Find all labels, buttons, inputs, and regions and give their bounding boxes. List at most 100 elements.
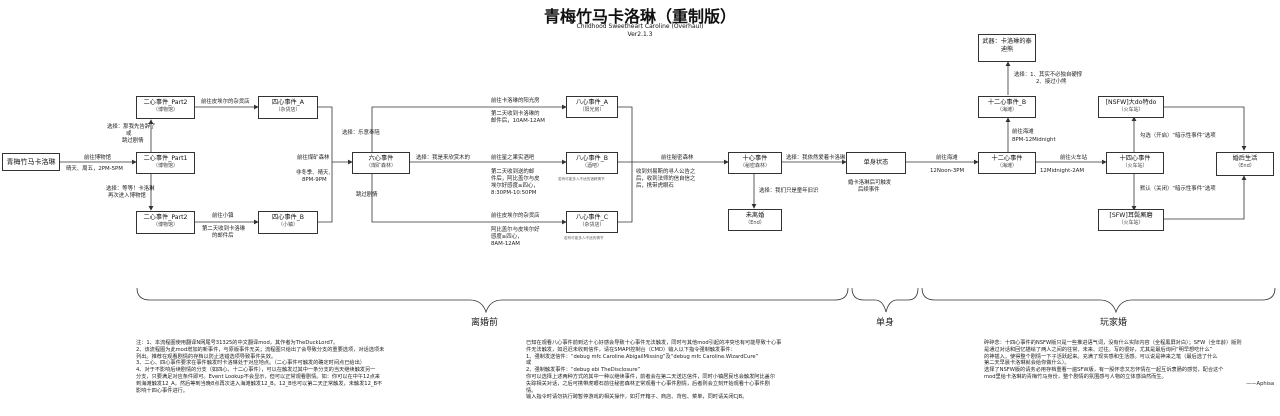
label-train-go: 前往火车站 xyxy=(1060,155,1087,161)
label-skip: 跳过剧情 xyxy=(356,192,378,198)
node-sfw: [SFW]耳鬓厮磨（火车站） xyxy=(1098,209,1164,231)
note-line: 失踪相关对话，之后可携带虎眼石前往秘密森林正常观看十心事件剧情，后者则会立刻开始… xyxy=(526,380,770,387)
section-married: 玩家婚 xyxy=(1100,318,1128,328)
node-heart8-b: 八心事件_B（酒吧） xyxy=(566,152,618,174)
edge-h4b-h6 xyxy=(318,162,333,223)
label-shop-go: 前往皮埃尔的杂货店 xyxy=(491,213,540,219)
note-line: 的神插入，使得整个剧情一下子活跃起来。充满了现实感和生活感。可以说是神来之笔（最… xyxy=(984,353,1218,360)
label-beach-go: 前往海滩 xyxy=(936,155,958,161)
edge-h4a-h6 xyxy=(318,106,353,165)
label-shop-c2: 感度≥四心， xyxy=(491,234,523,240)
label-museum-time: 晴天、周五，2PM-5PM xyxy=(66,166,123,172)
timeline-bracket-right xyxy=(921,287,1276,314)
label-letter-2: 的邮件后 xyxy=(212,233,234,239)
edge-h8a-merge xyxy=(618,106,633,162)
label-to-shop: 前往皮埃尔的杂货店 xyxy=(201,99,250,105)
edge-h6-h8c xyxy=(371,173,567,225)
label-choice-not-2: 2、接过小熊 xyxy=(1036,79,1067,85)
node-heart2-part1: 二心事件_Part1（博物馆） xyxy=(136,152,195,174)
node-heart4-a: 四心事件_A（杂货店） xyxy=(258,96,318,119)
note-line: 已知在观看八心事件前到达十心好感会导致十心事件无法触发，同时与其他mod引起的冲… xyxy=(526,340,782,346)
node-heart12-b: 十二心事件_B（海滩） xyxy=(978,96,1036,118)
label-secret-c1: 收到刘易斯的寻人公告之 xyxy=(636,169,696,175)
label-mine-cond: 非冬季、晴天、 xyxy=(296,170,334,176)
note-line: 选择了NSFW版的请务必用存档重看一遍SFW版，有一股怀念又忘怀情在一起互诉衷肠… xyxy=(984,367,1224,374)
label-opt-on: 勾选（开启）“暗示性事件”选项 xyxy=(1140,133,1216,139)
note-line: 3、二心、四心事件要求在事件触发时卡洛琳处于对应地点。（二心事件可触发的确定时间… xyxy=(136,360,365,367)
notes-middle: 已知在观看八心事件前到达十心好感会导致十心事件无法触发，同时与其他mod引起的冲… xyxy=(526,340,831,401)
note-line: 你可以选择上述两种方式的其中一种以继续事件，前者会在第二天送达信件，同时小镇居民… xyxy=(526,373,776,380)
note-line: 2、该流程图为此mod增加的新事件，与原版事件无关；流程图只给出了会导致分支的重… xyxy=(136,346,385,353)
note-line: 情。 xyxy=(526,387,537,394)
node-weapon: 武器：卡洛琳的泰迪熊 xyxy=(978,34,1036,62)
label-opt-off: 默认（关闭）“暗示性事件”选项 xyxy=(1140,186,1216,192)
edge-h8c-merge xyxy=(618,162,633,223)
notes-left: 注：1、本流程图使用翻译N网尾号31325的中文翻译mod，其作者为TheDuc… xyxy=(136,340,416,394)
page-subtitle: Childhood Sweetheart Caroline (Overhaul) xyxy=(576,23,704,30)
heart8-b-warning: 若有可能多人不适的酒精情节 xyxy=(558,177,605,181)
node-heart2-part2-b: 二心事件_Part2（博物馆） xyxy=(136,211,195,234)
section-before-divorce: 离婚前 xyxy=(471,318,499,328)
label-choice-skip: 跳过剧情 xyxy=(122,138,144,144)
node-heart8-c: 八心事件_C（杂货店） xyxy=(566,211,618,233)
label-beach-b2: 8PM-12Midnight xyxy=(1012,137,1056,143)
label-to-mine: 前往煤矿森林 xyxy=(297,155,330,161)
timeline-bracket-left xyxy=(136,287,849,314)
label-bar-c3: 埃尔好感度≥四心， xyxy=(491,183,539,189)
label-beach-time: 12Noon-3PM xyxy=(930,168,965,174)
label-choice-help: 选择：乐意奉陪 xyxy=(342,130,380,136)
label-sun-c2: 邮件后，10AM-12AM xyxy=(491,118,545,124)
heart8-c-warning: 若有可能多人不适的情节 xyxy=(564,236,604,240)
label-single-c1: 婚卡洛琳后可触发 xyxy=(848,180,892,186)
label-single-c2: 后续事件 xyxy=(858,187,880,193)
note-line: 分支，只要满足对应条件即可。Event Lookup不会显示，但可以正常观看剧情… xyxy=(136,373,380,380)
node-nsfw: [NSFW]大do特do（火车站） xyxy=(1098,96,1164,118)
node-heart4-b: 四心事件_B（小镇） xyxy=(258,211,318,234)
note-line: 第二天早晨卡洛琳就会给你做什么）。 xyxy=(984,360,1070,367)
node-heart6: 六心事件（煤矿森林） xyxy=(352,152,410,174)
node-start: 青梅竹马卡洛琳 xyxy=(2,153,60,171)
label-choice-come: 选择：我是来欣赏木的 xyxy=(416,155,470,161)
label-choice-wait-2: 再次进入博物馆 xyxy=(108,193,146,199)
node-heart10: 十心事件（秘密森林） xyxy=(728,152,782,174)
notes-right: 碎碎念：十四心事件的NSFW版只是一些推进语气词，没有什么实际内容（全程黑屏对白… xyxy=(984,340,1274,388)
note-line: 注：1、本流程图使用翻译N网尾号31325的中文翻译mod，其作者为TheDuc… xyxy=(136,340,339,346)
label-letter: 第二天收到卡洛琳 xyxy=(202,226,246,232)
label-to-town: 前往小镇 xyxy=(212,213,234,219)
label-train-time: 12Midnight-2AM xyxy=(1040,168,1085,174)
note-line: 或 xyxy=(526,360,532,367)
label-choice-past: 选择：我们只是童年旧识 xyxy=(759,188,819,194)
node-unmarried-end: 未离婚（End） xyxy=(728,209,782,231)
node-heart14: 十四心事件（火车站） xyxy=(1106,152,1164,174)
note-line: 2、强制触发事件：“debug ebi TheDisclosure” xyxy=(526,367,641,374)
label-mine-time: 8PM-9PM xyxy=(302,177,327,183)
label-sun-c1: 第二天收到卡洛琳的 xyxy=(491,111,540,117)
note-line: 影响十四心事件进行。 xyxy=(136,387,188,394)
note-line: 4、对于不影响后续剧情的分支（如四心、十二心事件），可以在触发过其中一条分支的当… xyxy=(136,367,376,374)
note-line: ——Aphisa xyxy=(1246,380,1274,387)
label-choice-love: 选择：我依然爱着卡洛琳 xyxy=(786,155,846,161)
note-line: 到海滩触发12_A，然后等到当晚8点再次进入海滩触发12_B。12_B也可以第二… xyxy=(136,380,383,387)
label-choice-leave: 选择：那我先告辞了 xyxy=(107,124,156,130)
note-line: mod里给卡洛琳的青梅竹马身份，整个剧情的氛围感与人物的立体感油然而生。 xyxy=(984,373,1167,380)
node-heart2-part2-a: 二心事件_Part2（博物馆） xyxy=(136,96,195,119)
label-shop-c1: 阿比盖尔与皮埃尔好 xyxy=(491,227,540,233)
note-line: 1、强制发送信件：“debug mfc Caroline.AbigailMiss… xyxy=(526,353,759,360)
label-secret-c2: 后，收到法师的信自信之 xyxy=(636,176,696,182)
node-after-marriage-end: 婚后生活（End） xyxy=(1216,152,1274,176)
note-line: 是通过对话和回忆描绘了两人之间的往常、未来、过往。写的很好，尤其是最后询问“明早… xyxy=(984,346,1213,353)
page-title: 青梅竹马卡洛琳（重制版） xyxy=(543,7,736,26)
label-beach-b1: 前往海滩 xyxy=(1012,129,1034,135)
note-line: 列出。推荐在观看剧情的存档以防止选错选项导致事件失效。 xyxy=(136,353,277,360)
label-sun-go: 前往卡洛琳的阳光房 xyxy=(491,98,540,104)
note-line: 碎碎念：十四心事件的NSFW版只是一些推进语气词，没有什么实际内容（全程黑屏对白… xyxy=(984,340,1242,346)
node-heart12: 十二心事件（海滩） xyxy=(978,152,1036,174)
label-museum: 前往博物馆 xyxy=(84,155,111,161)
edge-h6-h8a xyxy=(371,104,567,152)
label-bar-c4: 8:30PM-10:50PM xyxy=(491,190,537,196)
label-secret-go: 前往秘密森林 xyxy=(661,155,694,161)
label-bar-c1: 第二天收到送的邮 xyxy=(491,169,535,175)
edge-sfw-after xyxy=(1164,175,1247,220)
